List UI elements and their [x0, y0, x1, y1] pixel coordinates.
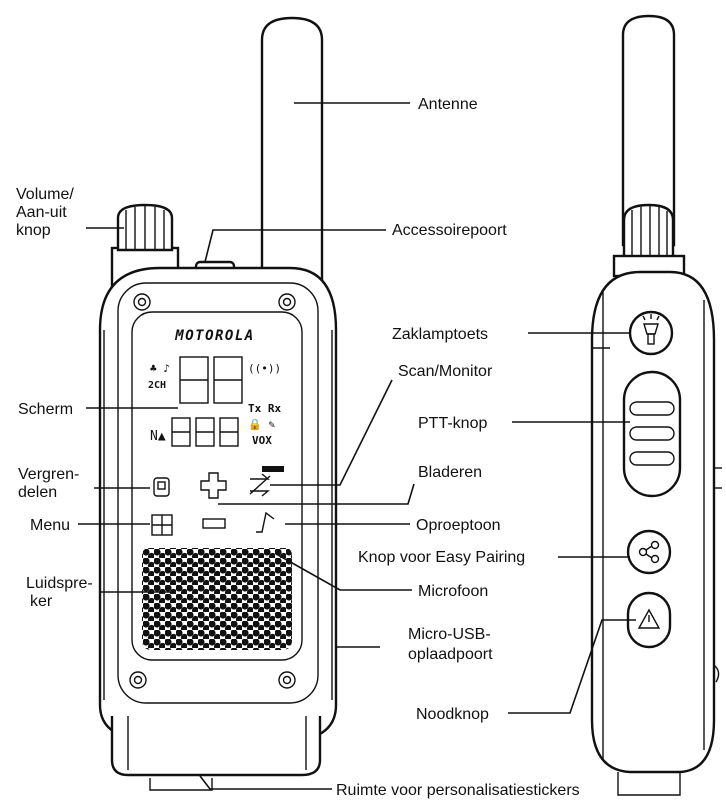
- side-knob: [622, 203, 675, 264]
- svg-text:N▲: N▲: [150, 429, 166, 444]
- belt-clip: [110, 716, 322, 777]
- label-microphone: Microfoon: [418, 583, 488, 600]
- label-accessory-port: Accessoirepoort: [392, 222, 507, 239]
- ptt-button: [622, 370, 682, 498]
- lock-icon: [153, 477, 170, 497]
- label-antenna: Antenne: [418, 96, 478, 113]
- lcd-txrx-symbol: Tx Rx: [248, 402, 281, 415]
- plus-icon: [200, 472, 227, 499]
- side-view: [590, 14, 722, 796]
- lcd-vox-symbol: VOX: [252, 434, 272, 447]
- face-plate: [131, 311, 303, 661]
- labels: Antenne Volume/ Aan-uit knop Accessoirep…: [16, 96, 580, 799]
- label-display: Scherm: [18, 401, 73, 418]
- front-view: MOTOROLA ♣ ♪ 2CH ((•)) Tx Rx N▲ 🔒 ✎ VOX: [98, 16, 338, 791]
- speaker-grille: [142, 548, 292, 650]
- lcd-display: ♣ ♪ 2CH ((•)) Tx Rx N▲ 🔒 ✎ VOX: [148, 356, 281, 447]
- menu-icon: [151, 514, 173, 536]
- label-browse: Bladeren: [418, 464, 482, 481]
- svg-text:🔒 ✎: 🔒 ✎: [248, 418, 275, 431]
- label-volume-line2: Aan-uit: [16, 204, 67, 221]
- front-antenna: [260, 16, 324, 287]
- scan-icon: [249, 466, 284, 497]
- side-body: [590, 270, 716, 774]
- label-volume-line1: Volume/: [16, 186, 74, 203]
- screws: [129, 293, 296, 689]
- svg-text:♣ ♪: ♣ ♪: [150, 362, 170, 375]
- label-usb-line1: Micro-USB-: [408, 626, 491, 643]
- label-scan-monitor: Scan/Monitor: [398, 363, 493, 380]
- label-emergency: Noodknop: [416, 706, 489, 723]
- label-call-tone: Oproeptoon: [416, 517, 501, 534]
- label-speaker-line1: Luidspre-: [26, 575, 93, 592]
- label-flashlight-key: Zaklamptoets: [392, 326, 488, 343]
- minus-icon: [202, 518, 226, 529]
- label-usb-line2: oplaadpoort: [408, 646, 493, 663]
- label-menu: Menu: [30, 517, 70, 534]
- label-lock-line1: Vergren-: [18, 466, 79, 483]
- brand-logo: MOTOROLA: [174, 328, 254, 344]
- easy-pairing-button: [626, 529, 672, 575]
- flashlight-button: [628, 310, 674, 356]
- label-speaker-line2: ker: [30, 593, 53, 610]
- lcd-channel-symbol: 2CH: [148, 380, 166, 391]
- call-tone-icon: [256, 511, 275, 533]
- label-volume-line3: knop: [16, 222, 51, 239]
- label-ptt: PTT-knop: [418, 415, 487, 432]
- label-lock-line2: delen: [18, 484, 57, 501]
- label-easy-pairing: Knop voor Easy Pairing: [358, 549, 525, 566]
- label-sticker-space: Ruimte voor personalisatiestickers: [336, 782, 580, 799]
- callout-lines: [78, 102, 636, 790]
- side-antenna: [621, 14, 676, 247]
- svg-text:((•)): ((•)): [248, 362, 281, 375]
